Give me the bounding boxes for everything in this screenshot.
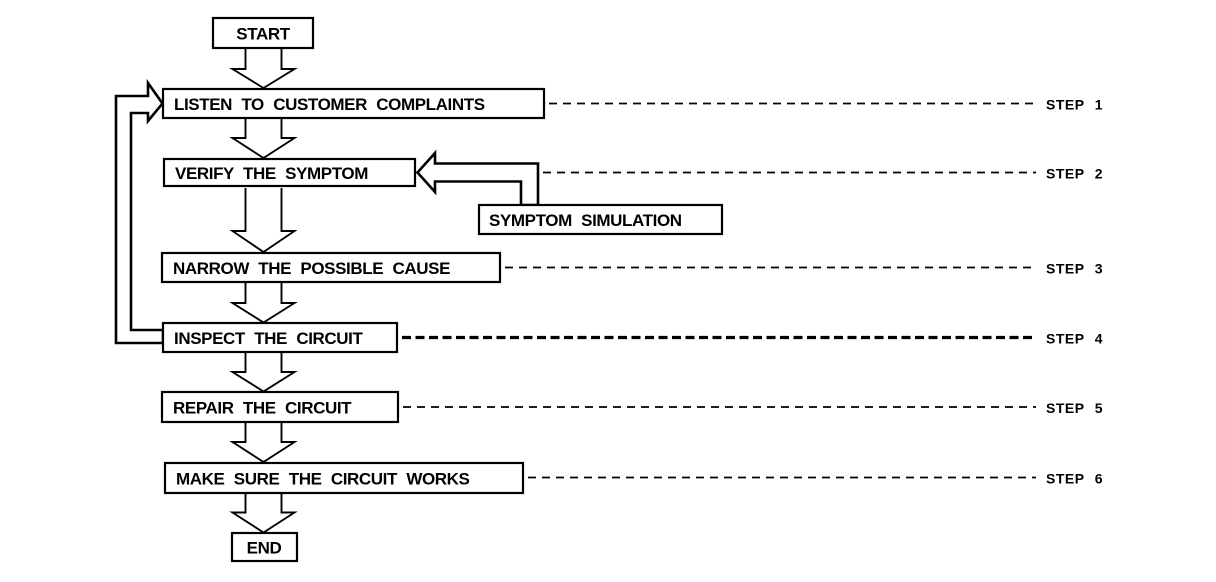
flow-label-symptom-simulation: SYMPTOM SIMULATION [489, 211, 682, 230]
feedback-arrow-inspect-to-listen [114, 78, 165, 345]
flow-label-end: END [247, 539, 282, 558]
flow-arrow-inspect-to-repair [229, 352, 298, 393]
flow-arrow-start-to-listen [229, 48, 298, 90]
flow-box-repair [160, 390, 400, 424]
flow-label-verify: VERIFY THE SYMPTOM [175, 164, 368, 183]
flow-label-narrow: NARROW THE POSSIBLE CAUSE [173, 259, 450, 278]
flow-box-start [211, 16, 315, 50]
connector-symptom-to-verify [415, 149, 540, 207]
step-label-1: STEP 1 [1046, 97, 1103, 113]
flow-arrow-listen-to-verify [229, 118, 298, 160]
flow-label-start: START [236, 25, 290, 44]
flow-arrow-narrow-to-inspect [229, 282, 298, 324]
step-label-5: STEP 5 [1046, 400, 1103, 416]
step-label-4: STEP 4 [1046, 331, 1103, 347]
flow-label-makesure: MAKE SURE THE CIRCUIT WORKS [176, 470, 470, 489]
flow-arrow-makesure-to-end [229, 493, 298, 534]
flow-box-makesure [163, 461, 525, 495]
step-label-3: STEP 3 [1046, 261, 1103, 277]
step-label-2: STEP 2 [1046, 166, 1103, 182]
flow-box-symptom-simulation [477, 203, 724, 236]
flow-box-listen [161, 87, 546, 120]
flow-label-listen: LISTEN TO CUSTOMER COMPLAINTS [174, 95, 485, 114]
flow-box-inspect [161, 321, 399, 354]
flow-arrow-verify-to-narrow [229, 188, 298, 254]
flow-box-narrow [160, 251, 502, 284]
flow-label-repair: REPAIR THE CIRCUIT [173, 399, 352, 418]
flow-box-end [230, 531, 299, 563]
flow-label-inspect: INSPECT THE CIRCUIT [174, 329, 363, 348]
flow-box-verify [162, 157, 417, 188]
flow-arrow-repair-to-makesure [229, 422, 298, 464]
step-label-6: STEP 6 [1046, 471, 1103, 487]
